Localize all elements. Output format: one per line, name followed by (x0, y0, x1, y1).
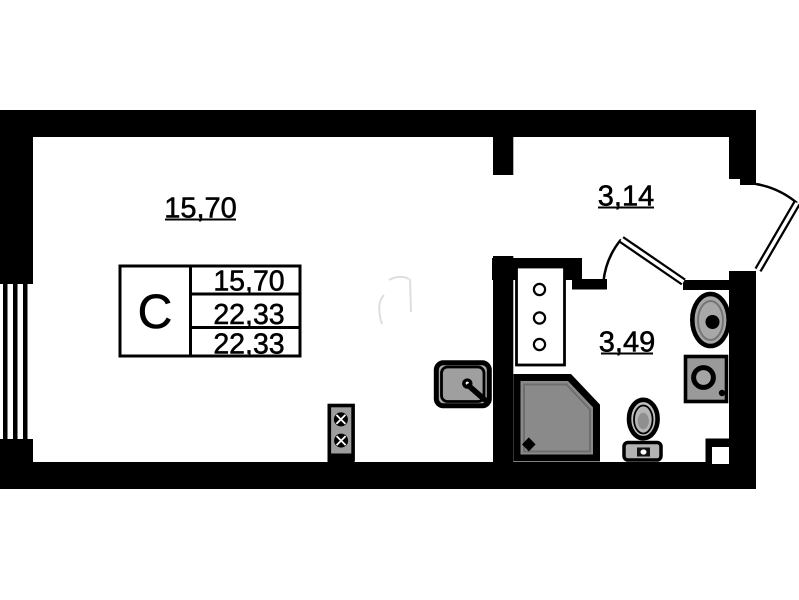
svg-text:22,33: 22,33 (213, 329, 284, 361)
svg-text:С: С (138, 286, 173, 339)
svg-text:22,33: 22,33 (213, 299, 284, 331)
svg-text:15,70: 15,70 (213, 266, 284, 298)
